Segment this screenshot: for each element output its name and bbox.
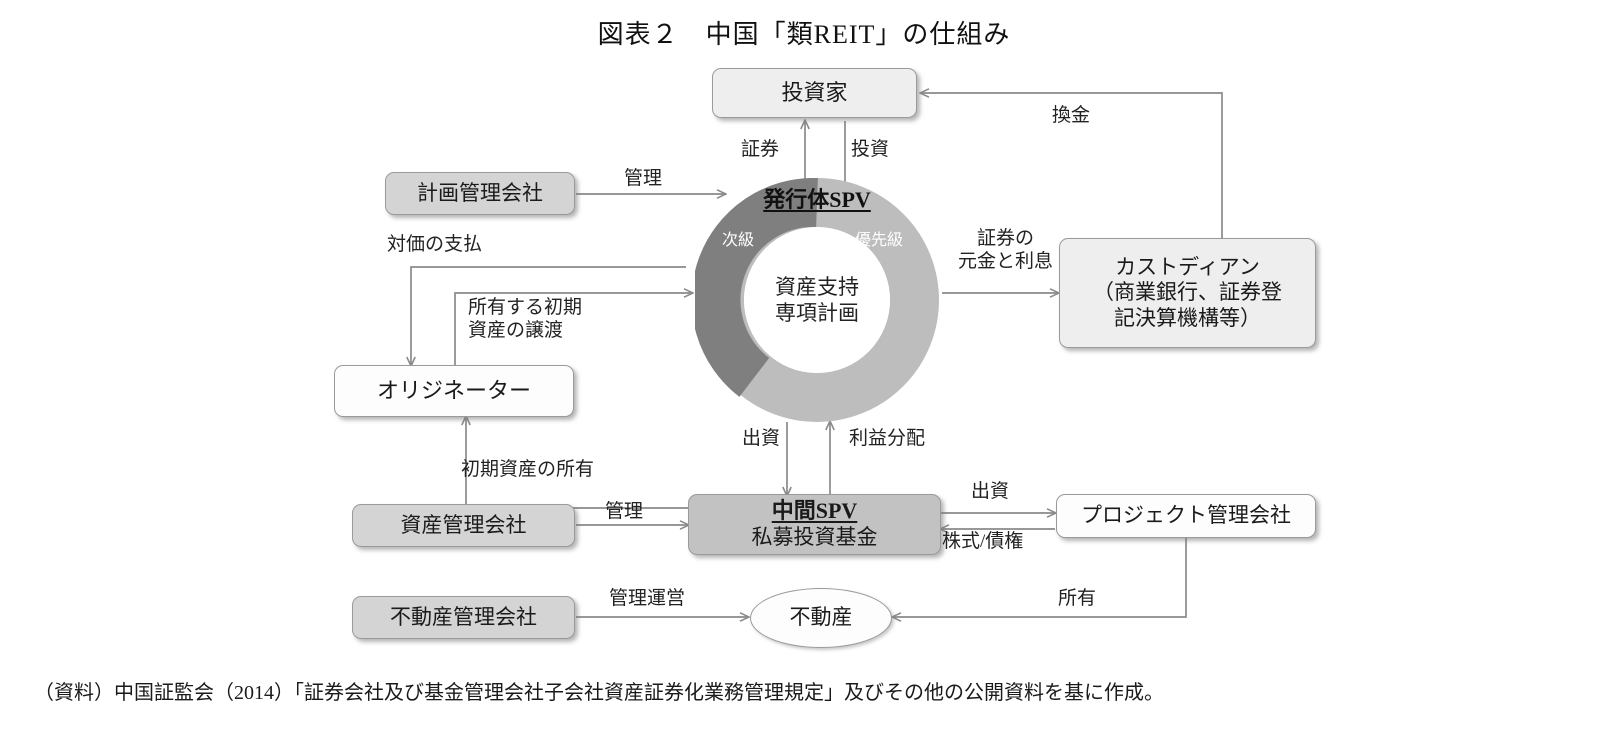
edge-label-securities-principal-line1: 証券の — [977, 228, 1035, 249]
edge-label-asset-transfer-line1: 所有する初期 — [468, 297, 583, 318]
donut-center-line1: 資産支持 — [775, 274, 859, 299]
edge-label-contribution-project: 出資 — [971, 481, 1010, 502]
edge-label-management-operation: 管理運営 — [609, 588, 686, 609]
edge-label-securities-principal: 証券の 元金と利息 — [958, 228, 1053, 274]
edge-label-investment: 投資 — [851, 139, 890, 160]
node-project-manager-label: プロジェクト管理会社 — [1081, 503, 1291, 528]
node-custodian-line1: カストディアン — [1115, 254, 1260, 279]
donut-center-line2: 専項計画 — [775, 301, 859, 325]
edge-label-redemption: 換金 — [1052, 105, 1091, 126]
edge-label-initial-asset-ownership: 初期資産の所有 — [461, 459, 595, 480]
node-asset-manager-label: 資産管理会社 — [400, 512, 527, 537]
figure-title: 図表２ 中国「類REIT」の仕組み — [597, 20, 1011, 49]
edge-label-contribution-spv: 出資 — [742, 428, 781, 449]
node-custodian-line3: 記決算機構等） — [1114, 305, 1261, 330]
node-real-estate[interactable]: 不動産 — [750, 588, 892, 648]
edge-label-management-plan: 管理 — [624, 168, 663, 189]
edge-label-securities-principal-line2: 元金と利息 — [958, 250, 1054, 272]
donut-slice-subordinated — [691, 177, 818, 397]
edge-label-payment-consideration: 対価の支払 — [387, 234, 483, 255]
node-custodian-line2: （商業銀行、証券登 — [1093, 280, 1282, 305]
edge-payment-consideration — [411, 266, 686, 365]
edge-ownership — [893, 538, 1187, 617]
node-originator-label: オリジネーター — [376, 377, 531, 403]
node-intermediate-spv[interactable]: 中間SPV 私募投資基金 — [688, 494, 941, 555]
edge-label-asset-transfer-line2: 資産の譲渡 — [468, 319, 564, 341]
edge-label-ownership: 所有 — [1058, 588, 1097, 609]
edge-asset-transfer — [454, 293, 692, 365]
donut-hole — [744, 227, 890, 373]
edge-redemption — [921, 93, 1223, 238]
node-asset-manager[interactable]: 資産管理会社 — [352, 504, 575, 547]
node-plan-manager[interactable]: 計画管理会社 — [385, 172, 575, 215]
node-property-manager[interactable]: 不動産管理会社 — [352, 596, 575, 639]
edge-label-profit-distribution: 利益分配 — [849, 428, 926, 449]
donut-label-senior: 優先級 — [855, 232, 904, 249]
node-intermediate-spv-line1: 中間SPV — [771, 498, 858, 524]
node-custodian[interactable]: カストディアン （商業銀行、証券登 記決算機構等） — [1059, 238, 1316, 348]
node-real-estate-label: 不動産 — [789, 605, 853, 630]
node-investor-label: 投資家 — [781, 79, 848, 105]
node-property-manager-label: 不動産管理会社 — [390, 604, 537, 629]
donut-label-subordinated: 次級 — [722, 232, 755, 249]
node-intermediate-spv-line2: 私募投資基金 — [751, 525, 878, 550]
edge-label-management-asset: 管理 — [605, 501, 644, 522]
source-note: （資料）中国証監会（2014）「証券会社及び基金管理会社子会社資産証券化業務管理… — [34, 682, 1164, 704]
donut-svg — [691, 177, 939, 422]
edge-label-asset-transfer: 所有する初期 資産の譲渡 — [468, 297, 582, 343]
donut-spv-title: 発行体SPV — [763, 187, 871, 212]
node-investor[interactable]: 投資家 — [712, 68, 917, 118]
edge-label-shares-bonds: 株式/債権 — [942, 531, 1024, 552]
node-plan-manager-label: 計画管理会社 — [417, 180, 543, 205]
donut-center-label: 資産支持 専項計画 — [747, 274, 887, 327]
node-originator[interactable]: オリジネーター — [334, 365, 574, 417]
edge-label-securities: 証券 — [741, 139, 780, 160]
node-project-manager[interactable]: プロジェクト管理会社 — [1056, 494, 1316, 538]
donut-chart: 資産支持 専項計画 次級 優先級 — [691, 177, 939, 422]
